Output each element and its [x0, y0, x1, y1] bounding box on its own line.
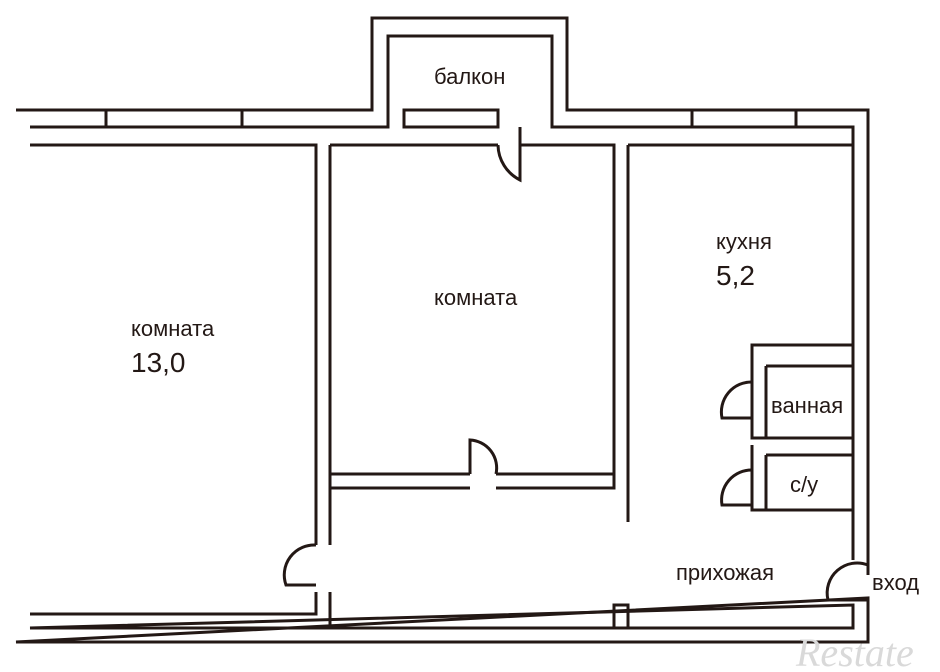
window-left: [104, 108, 244, 129]
toilet-block: [750, 380, 853, 512]
outer-wall-inner-outline: [29, 34, 855, 630]
bathroom-door-swing: [719, 380, 753, 420]
room-left-label: комната: [131, 316, 215, 341]
room-left-area: 13,0: [131, 347, 186, 378]
toilet-door-swing: [720, 468, 753, 507]
kitchen-wall: [628, 143, 855, 380]
left-room-wall: [30, 143, 318, 616]
window-middle: [402, 108, 500, 129]
watermark-logo: Restate: [795, 630, 914, 672]
left-room-door-swing: [282, 543, 317, 587]
middle-room-door-swing: [468, 438, 499, 475]
hallway-label: прихожая: [676, 560, 774, 585]
balcony-door-swing: [496, 127, 522, 183]
kitchen-label: кухня: [716, 229, 772, 254]
hallway-notch: [612, 603, 630, 628]
window-kitchen: [690, 108, 798, 129]
bathroom-label: ванная: [771, 393, 843, 418]
entrance-door-swing: [825, 561, 869, 602]
middle-room-wall-outer: [330, 145, 630, 522]
middle-room-wall: [330, 143, 616, 476]
outer-wall-outline: [15, 16, 870, 644]
balcony-label: балкон: [434, 64, 505, 89]
entrance-label: вход: [872, 570, 919, 595]
kitchen-area: 5,2: [716, 260, 755, 291]
toilet-label: с/у: [790, 472, 818, 497]
room-middle-label: комната: [434, 285, 518, 310]
